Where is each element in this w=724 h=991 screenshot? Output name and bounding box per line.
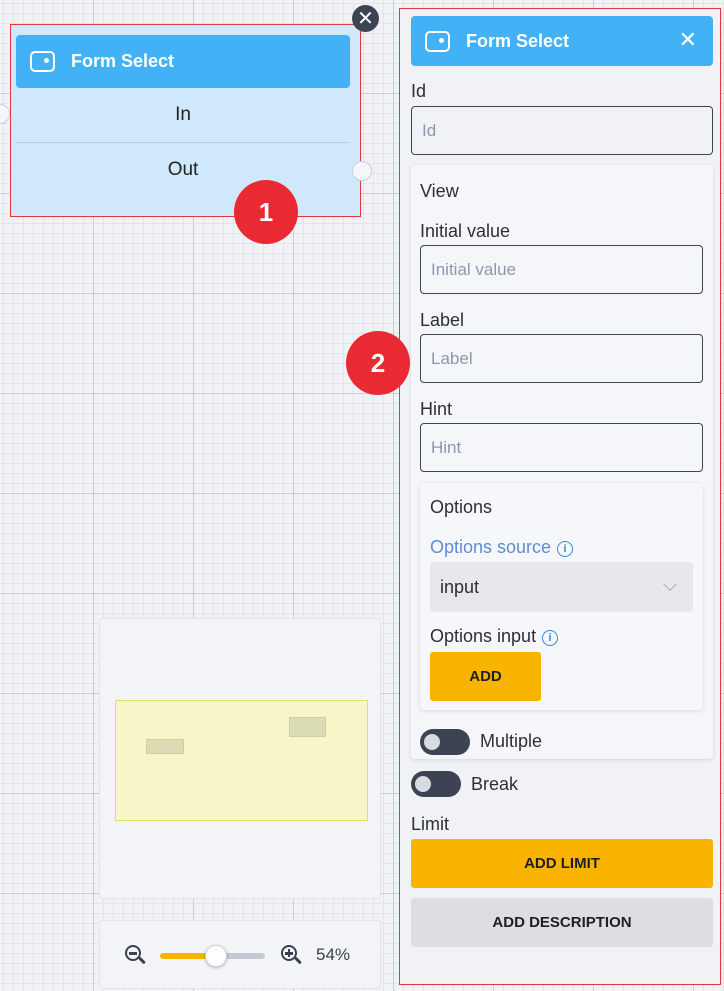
initial-value-label: Initial value (420, 221, 511, 241)
node-header[interactable]: Form Select (16, 35, 350, 88)
form-select-node[interactable]: Form Select In Out (10, 24, 361, 217)
id-input[interactable] (411, 106, 713, 155)
port-divider (16, 142, 350, 143)
label-input[interactable] (420, 334, 703, 383)
multiple-toggle[interactable] (420, 729, 470, 755)
multiple-label: Multiple (480, 731, 543, 751)
chevron-down-icon (662, 576, 678, 592)
options-section-label: Options (430, 497, 493, 517)
zoom-controls: 54% (99, 920, 381, 989)
hint-label: Hint (420, 399, 453, 419)
zoom-level-label: 54% (316, 945, 351, 964)
callout-badge-2: 2 (346, 331, 410, 395)
zoom-slider[interactable] (160, 945, 265, 967)
zoom-slider-handle[interactable] (205, 945, 227, 967)
input-port-row[interactable]: In (16, 88, 350, 141)
properties-panel: Form Select ✕ Id View Initial value Labe… (399, 8, 721, 985)
view-section: View Initial value Label Hint Options Op… (411, 165, 713, 759)
options-source-select[interactable]: input (430, 562, 693, 612)
close-icon[interactable]: ✕ (678, 27, 697, 52)
add-limit-button[interactable]: ADD LIMIT (411, 839, 713, 888)
callout-badge-1: 1 (234, 180, 298, 244)
view-section-label: View (420, 181, 459, 201)
select-box-icon (30, 51, 55, 72)
output-port-connector[interactable] (352, 161, 372, 181)
add-description-button[interactable]: ADD DESCRIPTION (411, 898, 713, 947)
delete-node-icon[interactable]: ✕ (352, 5, 379, 32)
select-box-icon (425, 30, 450, 52)
zoom-in-icon[interactable] (280, 944, 302, 966)
break-label: Break (471, 774, 519, 794)
options-source-value: input (440, 576, 480, 597)
info-icon[interactable]: i (557, 541, 574, 557)
label-label: Label (420, 310, 465, 330)
panel-header: Form Select ✕ (411, 16, 713, 66)
info-icon[interactable]: i (542, 630, 559, 646)
initial-value-input[interactable] (420, 245, 703, 294)
output-port-label: Out (167, 158, 199, 180)
limit-label: Limit (411, 814, 450, 834)
minimap[interactable] (99, 618, 381, 899)
node-title: Form Select (71, 51, 175, 71)
minimap-node (289, 717, 326, 737)
minimap-node (146, 739, 184, 754)
hint-input[interactable] (420, 423, 703, 472)
output-port-row[interactable]: Out (16, 143, 350, 196)
break-toggle[interactable] (411, 771, 461, 797)
add-option-button[interactable]: ADD (430, 652, 541, 701)
input-port-connector[interactable] (0, 104, 10, 124)
zoom-slider-fill (160, 953, 216, 959)
minimap-viewport[interactable] (115, 700, 368, 821)
id-label: Id (411, 81, 427, 101)
zoom-out-icon[interactable] (124, 944, 146, 966)
input-port-label: In (175, 103, 191, 125)
panel-title: Form Select (466, 30, 570, 51)
